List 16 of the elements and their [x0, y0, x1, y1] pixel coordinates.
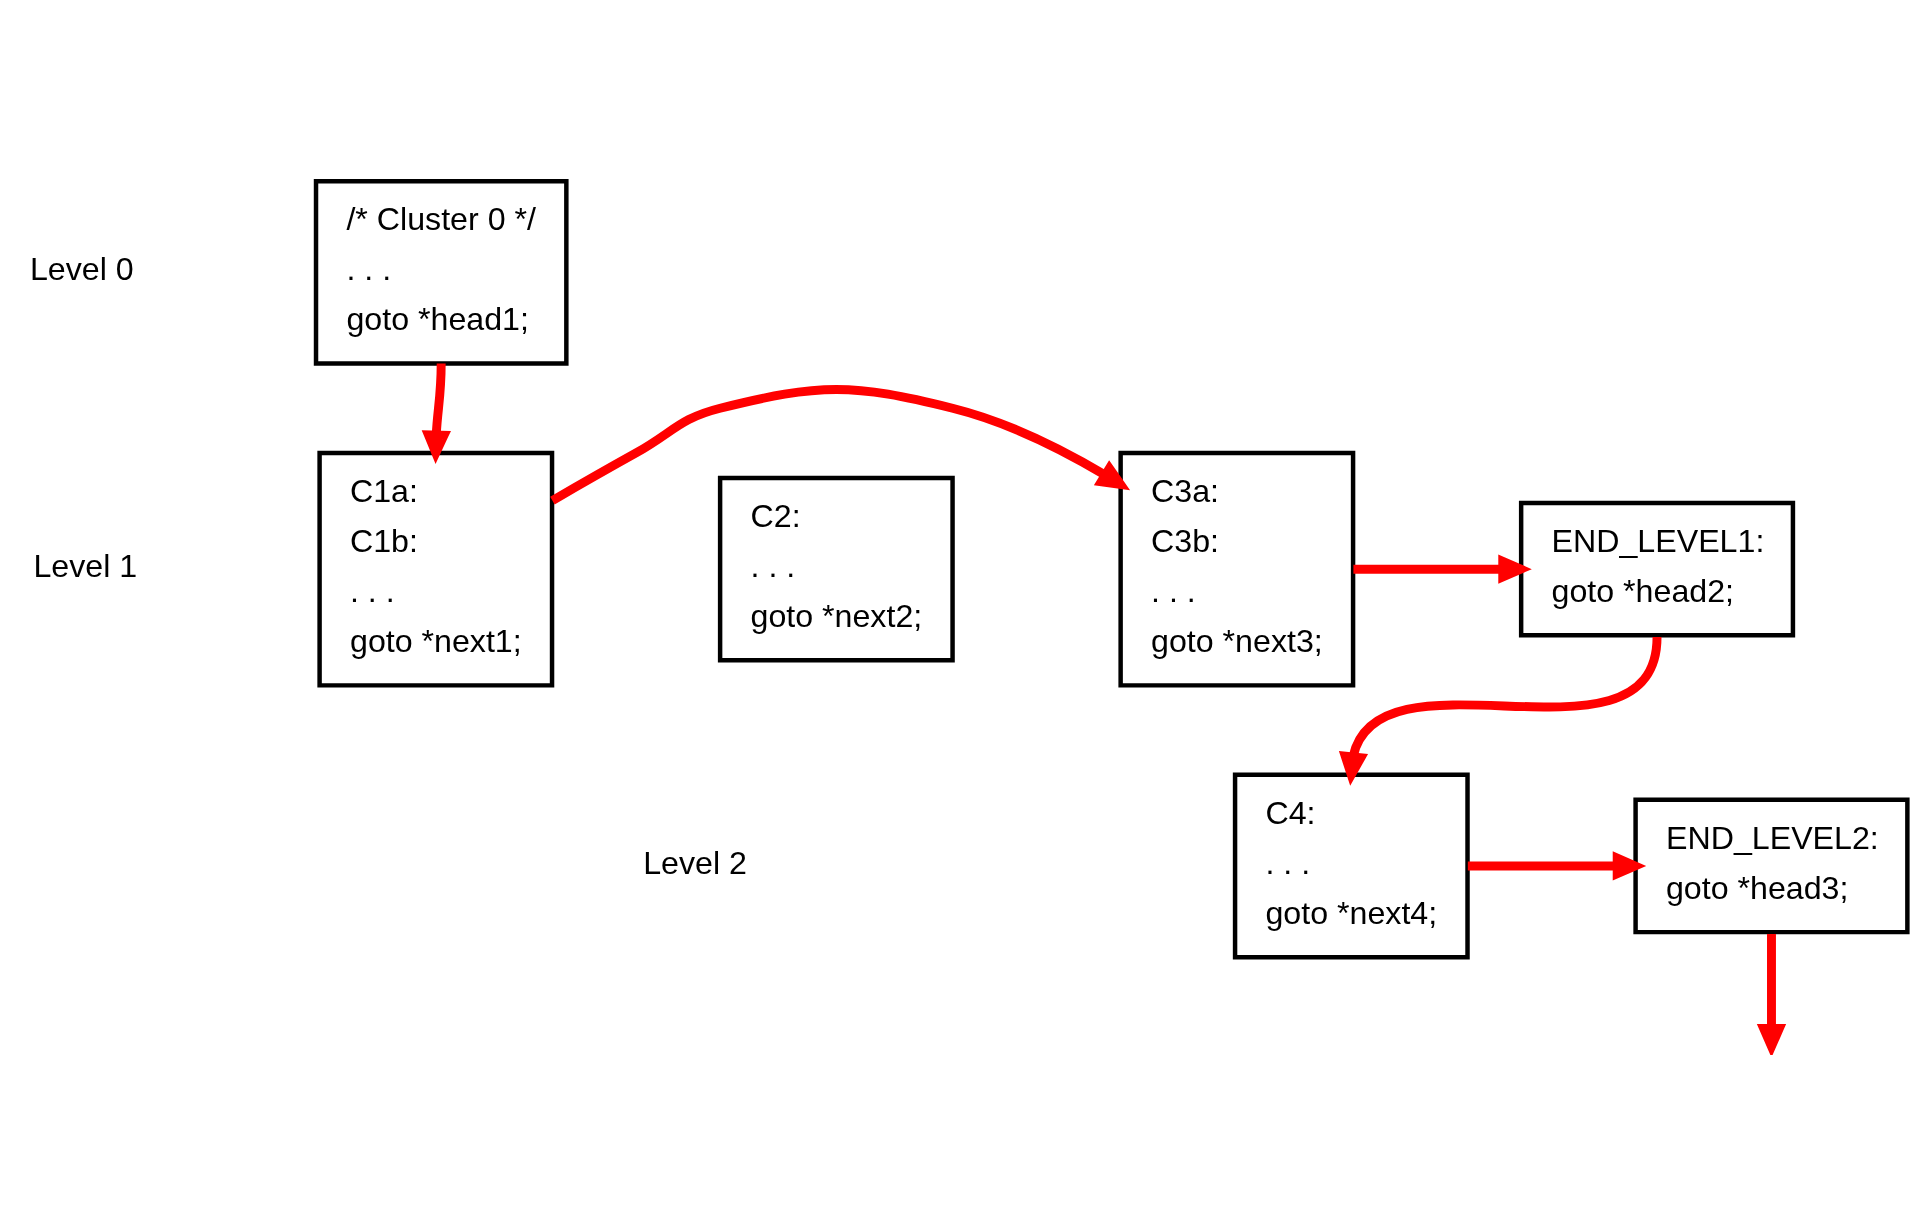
arrow: [1467, 850, 1647, 881]
label: Level 2: [643, 844, 747, 881]
arrow: [1338, 635, 1662, 786]
label: Level 1: [33, 547, 138, 584]
arrow: [1353, 553, 1532, 584]
arrow: [421, 363, 451, 464]
node-box: C1a: C1b: . . . goto *next1;: [317, 450, 555, 688]
arrow: [550, 384, 1131, 504]
node-box: C4: . . . goto *next4;: [1232, 772, 1470, 959]
node-box: /* Cluster 0 */ . . . goto *head1;: [313, 178, 569, 366]
node-box: END_LEVEL2: goto *head3;: [1633, 797, 1910, 934]
node-box: END_LEVEL1: goto *head2;: [1518, 500, 1796, 638]
label: Level 0: [29, 250, 134, 287]
node-box: C2: . . . goto *next2;: [717, 475, 955, 663]
arrow: [1756, 933, 1787, 1055]
node-box: C3a: C3b: . . . goto *next3;: [1118, 450, 1356, 688]
